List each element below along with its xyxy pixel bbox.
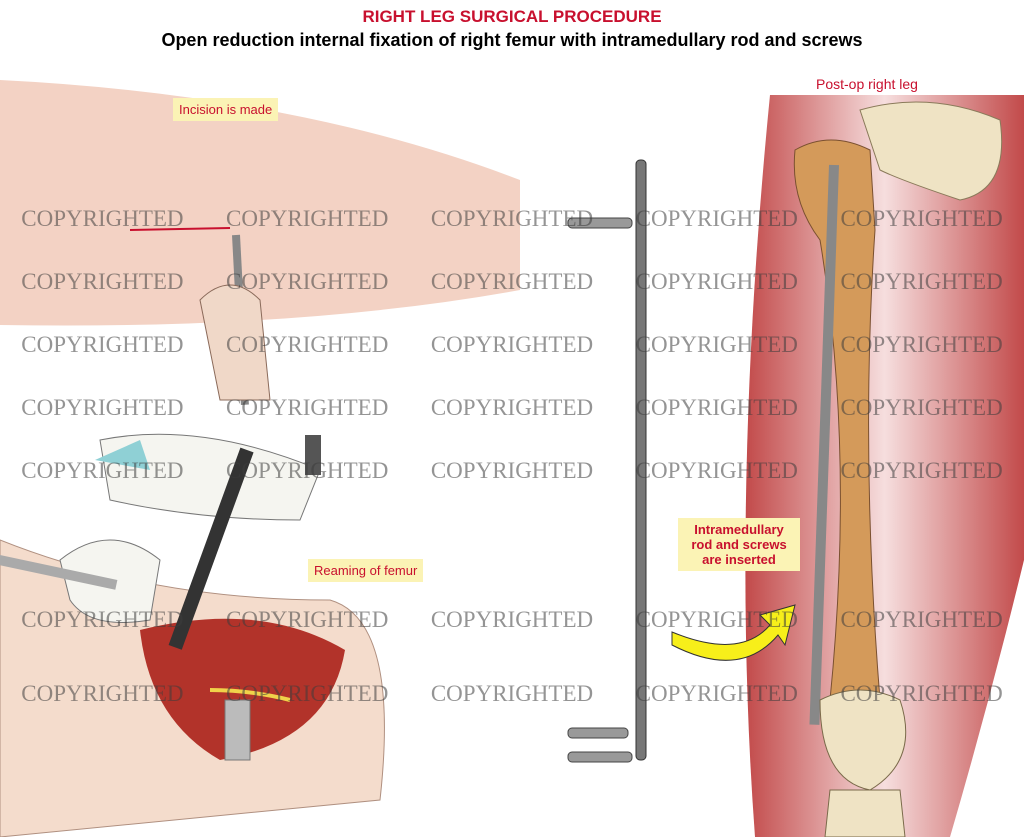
label-postop: Post-op right leg bbox=[816, 76, 918, 92]
reaming-illustration bbox=[0, 433, 385, 837]
label-inserted: Intramedullary rod and screws are insert… bbox=[678, 518, 800, 571]
label-incision: Incision is made bbox=[173, 98, 279, 121]
label-reaming: Reaming of femur bbox=[308, 559, 424, 582]
arm-incision-illustration bbox=[0, 80, 520, 405]
page-title: RIGHT LEG SURGICAL PROCEDURE bbox=[362, 7, 662, 26]
rod-and-screws bbox=[567, 159, 647, 763]
page-subtitle: Open reduction internal fixation of righ… bbox=[161, 30, 863, 50]
postop-leg-illustration bbox=[745, 95, 1024, 837]
yellow-arrow bbox=[671, 604, 796, 661]
